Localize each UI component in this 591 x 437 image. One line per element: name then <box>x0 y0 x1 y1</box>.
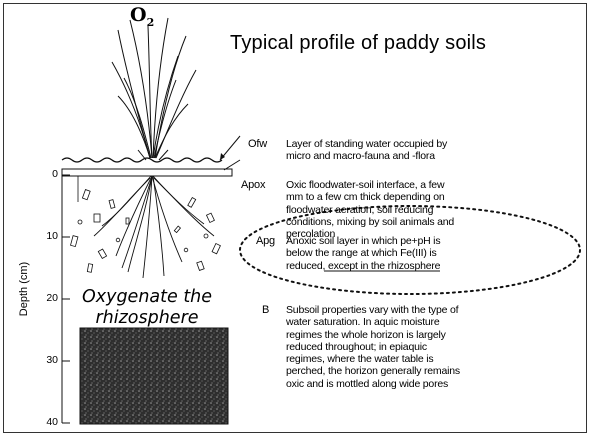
depth-axis <box>62 175 70 423</box>
horizon-description-ofw: Layer of standing water occupied by micr… <box>286 138 461 163</box>
rhizosphere-callout-line2: rhizosphere <box>72 308 222 329</box>
oxygen-label: O2 <box>130 4 154 29</box>
depth-tick-0: 0 <box>36 168 58 180</box>
horizon-description-apg: Anoxic soil layer in which pe+pH is belo… <box>286 235 461 272</box>
horizon-description-apox: Oxic floodwater-soil interface, a few mm… <box>286 179 461 240</box>
soil-aggregates <box>71 190 221 273</box>
horizon-code-apg: Apg <box>256 235 275 247</box>
rhizosphere-callout-line1: Oxygenate the <box>72 287 222 308</box>
depth-tick-40: 40 <box>36 416 58 428</box>
rhizosphere-phrase: except in the rhizosphere <box>328 260 440 272</box>
rice-roots <box>94 176 214 278</box>
depth-tick-30: 30 <box>36 354 58 366</box>
depth-tick-20: 20 <box>36 292 58 304</box>
subsoil-block <box>80 328 228 424</box>
slide-title: Typical profile of paddy soils <box>230 32 486 55</box>
rhizosphere-callout: Oxygenate the rhizosphere <box>72 287 222 329</box>
horizon-code-b: B <box>262 304 269 316</box>
oxic-layer-band <box>62 169 232 176</box>
horizon-code-apox: Apox <box>241 179 265 191</box>
depth-axis-title: Depth (cm) <box>18 259 30 319</box>
depth-tick-10: 10 <box>36 230 58 242</box>
water-surface <box>62 158 222 162</box>
horizon-code-ofw: Ofw <box>248 138 267 150</box>
horizon-description-b: Subsoil properties vary with the type of… <box>286 304 461 390</box>
rice-plant-leaves <box>112 18 196 160</box>
